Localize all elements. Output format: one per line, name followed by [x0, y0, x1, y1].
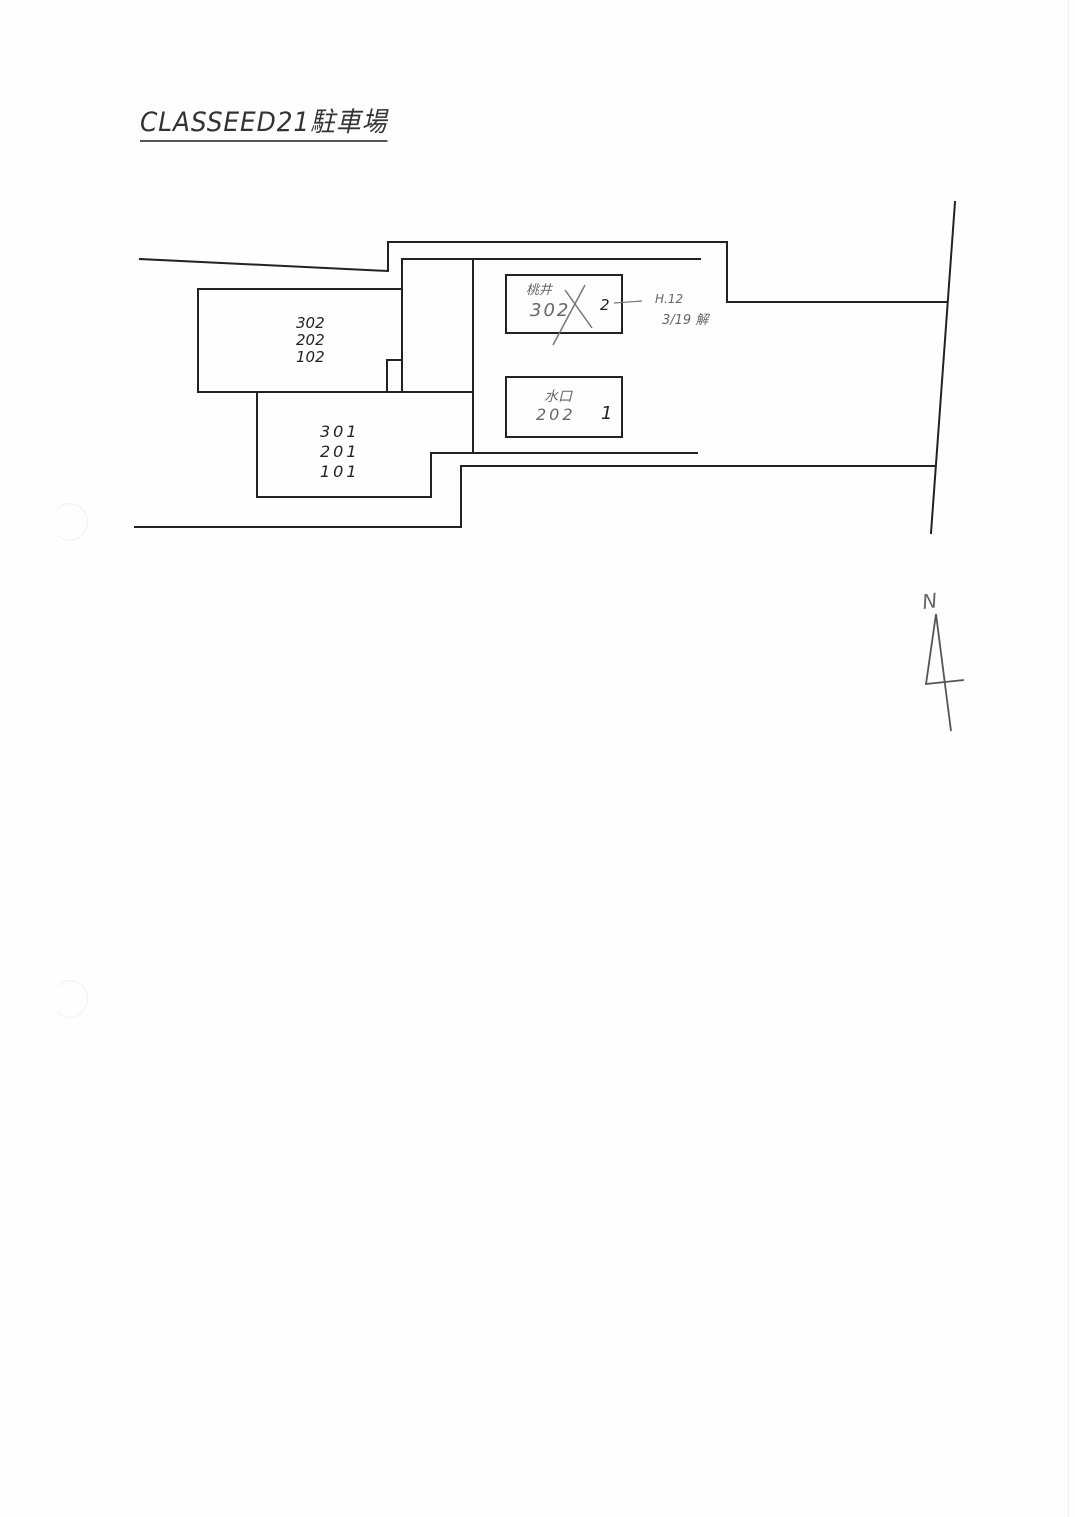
outer-boundary-south	[134, 465, 936, 528]
parking-space-1	[505, 376, 623, 438]
parking-space-2	[505, 274, 623, 334]
page-edge	[1068, 0, 1069, 1517]
leader-line	[613, 300, 643, 304]
punch-hole	[52, 503, 88, 541]
page-title: CLASSEED21駐車場	[140, 108, 388, 142]
space-2-tenant: 桃井	[526, 283, 553, 298]
north-label: N	[921, 588, 939, 614]
building-north-unit: 202	[296, 331, 325, 349]
space-1-number: 1	[601, 403, 612, 424]
building-south-outline	[256, 391, 698, 498]
building-south-unit: 101	[320, 462, 360, 481]
building-south-unit: 301	[320, 422, 360, 441]
space-2-unit: 302	[530, 300, 570, 321]
building-south-unit: 201	[320, 442, 360, 461]
punch-hole	[52, 980, 88, 1018]
building-north-unit: 102	[296, 348, 325, 366]
cross-out-mark	[552, 284, 593, 346]
annotation-era-year: H.12	[655, 292, 683, 306]
space-1-tenant: 水口	[544, 389, 573, 405]
space-1-unit: 202	[536, 405, 576, 424]
east-road-line	[929, 200, 957, 535]
north-arrow-icon	[924, 613, 965, 732]
outer-boundary-north	[138, 241, 948, 303]
space-2-number: 2	[600, 296, 610, 314]
annotation-date: 3/19 解	[662, 313, 710, 328]
building-north-unit: 302	[296, 314, 325, 332]
